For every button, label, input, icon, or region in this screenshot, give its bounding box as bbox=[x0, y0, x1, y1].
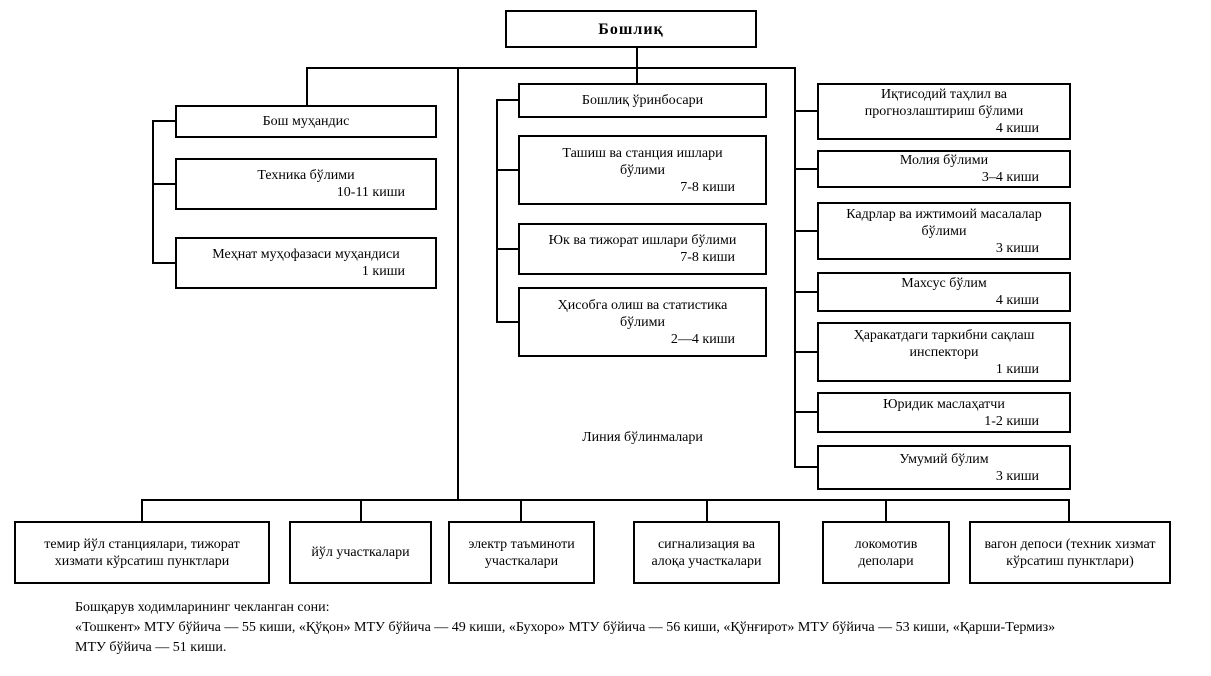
box-deputy-chief-label: Бошлиқ ўринбосари bbox=[581, 93, 704, 108]
connector-right-stub-3 bbox=[794, 230, 819, 232]
box-special-dept-count: 4 киши bbox=[995, 293, 1039, 308]
connector-right-stub-1 bbox=[794, 110, 819, 112]
box-economic-analysis-dept: Иқтисодий таҳлил ва прогнозлаштириш бўли… bbox=[817, 83, 1071, 140]
box-economic-analysis-dept-count: 4 киши bbox=[995, 121, 1039, 136]
box-deputy-chief: Бошлиқ ўринбосари bbox=[518, 83, 767, 118]
staff-limit-note-line1: Бошқарув ходимларининг чекланган сони: bbox=[75, 600, 330, 615]
connector-root-to-deputy bbox=[636, 46, 638, 85]
box-technical-dept-label: Техника бўлими bbox=[257, 168, 355, 183]
box-technical-dept-count: 10-11 киши bbox=[336, 185, 405, 200]
box-hr-social-dept-label: Кадрлар ва ижтимоий масалалар бўлими bbox=[846, 206, 1042, 239]
connector-bottom-stub-5 bbox=[885, 499, 887, 522]
box-labor-protection-engineer-label: Меҳнат муҳофазаси муҳандиси bbox=[212, 247, 400, 262]
box-economic-analysis-dept-label: Иқтисодий таҳлил ва прогнозлаштириш бўли… bbox=[864, 87, 1024, 119]
box-track-sections-label: йўл участкалари bbox=[311, 545, 410, 560]
connector-bottom-horizontal bbox=[141, 499, 1070, 501]
connector-main-horizontal bbox=[306, 67, 796, 69]
connector-left-bracket bbox=[152, 120, 154, 264]
connector-middle-stub-3 bbox=[496, 248, 522, 250]
staff-limit-note-line2: «Тошкент» МТУ бўйича — 55 киши, «Қўқон» … bbox=[75, 620, 1056, 635]
box-power-supply-sections-label: электр таъминоти участкалари bbox=[468, 536, 575, 569]
connector-right-stub-7 bbox=[794, 466, 819, 468]
box-general-dept-label: Умумий бўлим bbox=[899, 451, 989, 467]
box-accounting-statistics-dept-count: 2—4 киши bbox=[670, 331, 735, 347]
connector-bottom-stub-2 bbox=[360, 499, 362, 522]
connector-bottom-stub-4 bbox=[706, 499, 708, 522]
connector-right-stub-5 bbox=[794, 351, 819, 353]
box-chief-engineer-label: Бош муҳандис bbox=[262, 114, 350, 129]
box-cargo-commercial-dept-count: 7-8 киши bbox=[680, 250, 735, 265]
box-general-dept: Умумий бўлим 3 киши bbox=[817, 445, 1071, 490]
box-rolling-stock-inspector-label: Ҳаракатдаги таркибни сақлаш инспектори bbox=[853, 327, 1035, 360]
connector-left-stub-1 bbox=[152, 120, 177, 122]
box-rolling-stock-inspector: Ҳаракатдаги таркибни сақлаш инспектори 1… bbox=[817, 322, 1071, 382]
box-railway-stations: темир йўл станциялари, тижорат хизмати к… bbox=[14, 521, 270, 584]
box-cargo-commercial-dept: Юк ва тижорат ишлари бўлими 7-8 киши bbox=[518, 223, 767, 275]
box-track-sections: йўл участкалари bbox=[289, 521, 432, 584]
box-hr-social-dept: Кадрлар ва ижтимоий масалалар бўлими 3 к… bbox=[817, 202, 1071, 260]
box-accounting-statistics-dept-label: Ҳисобга олиш ва статистика бўлими bbox=[557, 297, 728, 330]
box-chief: Бошлиқ bbox=[505, 10, 757, 48]
box-locomotive-depots-label: локомотив деполари bbox=[854, 536, 918, 569]
box-technical-dept: Техника бўлими 10-11 киши bbox=[175, 158, 437, 210]
connector-left-stub-2 bbox=[152, 183, 177, 185]
connector-left-stub-3 bbox=[152, 262, 177, 264]
box-transport-station-dept-count: 7-8 киши bbox=[680, 179, 735, 195]
box-hr-social-dept-count: 3 киши bbox=[995, 240, 1039, 256]
box-wagon-depot: вагон депоси (техник хизмат кўрсатиш пун… bbox=[969, 521, 1171, 584]
line-units-area-label: Линия бўлинмалари bbox=[582, 430, 703, 445]
connector-right-stub-4 bbox=[794, 291, 819, 293]
connector-right-bracket bbox=[794, 67, 796, 467]
box-power-supply-sections: электр таъминоти участкалари bbox=[448, 521, 595, 584]
box-finance-dept-count: 3–4 киши bbox=[981, 170, 1039, 185]
connector-middle-bracket bbox=[496, 99, 498, 323]
connector-drop-left bbox=[306, 67, 308, 107]
box-legal-advisor-count: 1-2 киши bbox=[984, 413, 1039, 429]
box-legal-advisor-label: Юридик маслаҳатчи bbox=[883, 396, 1005, 412]
box-chief-engineer: Бош муҳандис bbox=[175, 105, 437, 138]
box-legal-advisor: Юридик маслаҳатчи 1-2 киши bbox=[817, 392, 1071, 433]
box-rolling-stock-inspector-count: 1 киши bbox=[995, 361, 1039, 377]
connector-center-long bbox=[457, 67, 459, 501]
connector-right-stub-6 bbox=[794, 411, 819, 413]
box-locomotive-depots: локомотив деполари bbox=[822, 521, 950, 584]
box-special-dept: Махсус бўлим 4 киши bbox=[817, 272, 1071, 312]
connector-middle-stub-1 bbox=[496, 99, 522, 101]
connector-bottom-stub-1 bbox=[141, 499, 143, 522]
connector-bottom-stub-6 bbox=[1068, 499, 1070, 522]
staff-limit-note-line3: МТУ бўйича — 51 киши. bbox=[75, 640, 227, 655]
box-railway-stations-label: темир йўл станциялари, тижорат хизмати к… bbox=[44, 536, 240, 569]
box-finance-dept-label: Молия бўлими bbox=[899, 153, 989, 168]
connector-middle-stub-4 bbox=[496, 321, 522, 323]
box-wagon-depot-label: вагон депоси (техник хизмат кўрсатиш пун… bbox=[984, 536, 1156, 569]
connector-right-stub-2 bbox=[794, 168, 819, 170]
box-labor-protection-engineer-count: 1 киши bbox=[361, 264, 405, 279]
staff-limit-note: Бошқарув ходимларининг чекланган сони: «… bbox=[75, 598, 1055, 658]
box-special-dept-label: Махсус бўлим bbox=[901, 276, 987, 291]
box-transport-station-dept: Ташиш ва станция ишлари бўлими 7-8 киши bbox=[518, 135, 767, 205]
connector-bottom-stub-3 bbox=[520, 499, 522, 522]
box-general-dept-count: 3 киши bbox=[995, 468, 1039, 484]
connector-middle-stub-2 bbox=[496, 169, 522, 171]
box-accounting-statistics-dept: Ҳисобга олиш ва статистика бўлими 2—4 ки… bbox=[518, 287, 767, 357]
box-transport-station-dept-label: Ташиш ва станция ишлари бўлими bbox=[562, 145, 723, 178]
box-signaling-communication-sections-label: сигнализация ва алоқа участкалари bbox=[651, 536, 762, 569]
box-finance-dept: Молия бўлими 3–4 киши bbox=[817, 150, 1071, 188]
box-signaling-communication-sections: сигнализация ва алоқа участкалари bbox=[633, 521, 780, 584]
box-cargo-commercial-dept-label: Юк ва тижорат ишлари бўлими bbox=[548, 233, 737, 248]
box-labor-protection-engineer: Меҳнат муҳофазаси муҳандиси 1 киши bbox=[175, 237, 437, 289]
box-chief-label: Бошлиқ bbox=[598, 20, 664, 38]
